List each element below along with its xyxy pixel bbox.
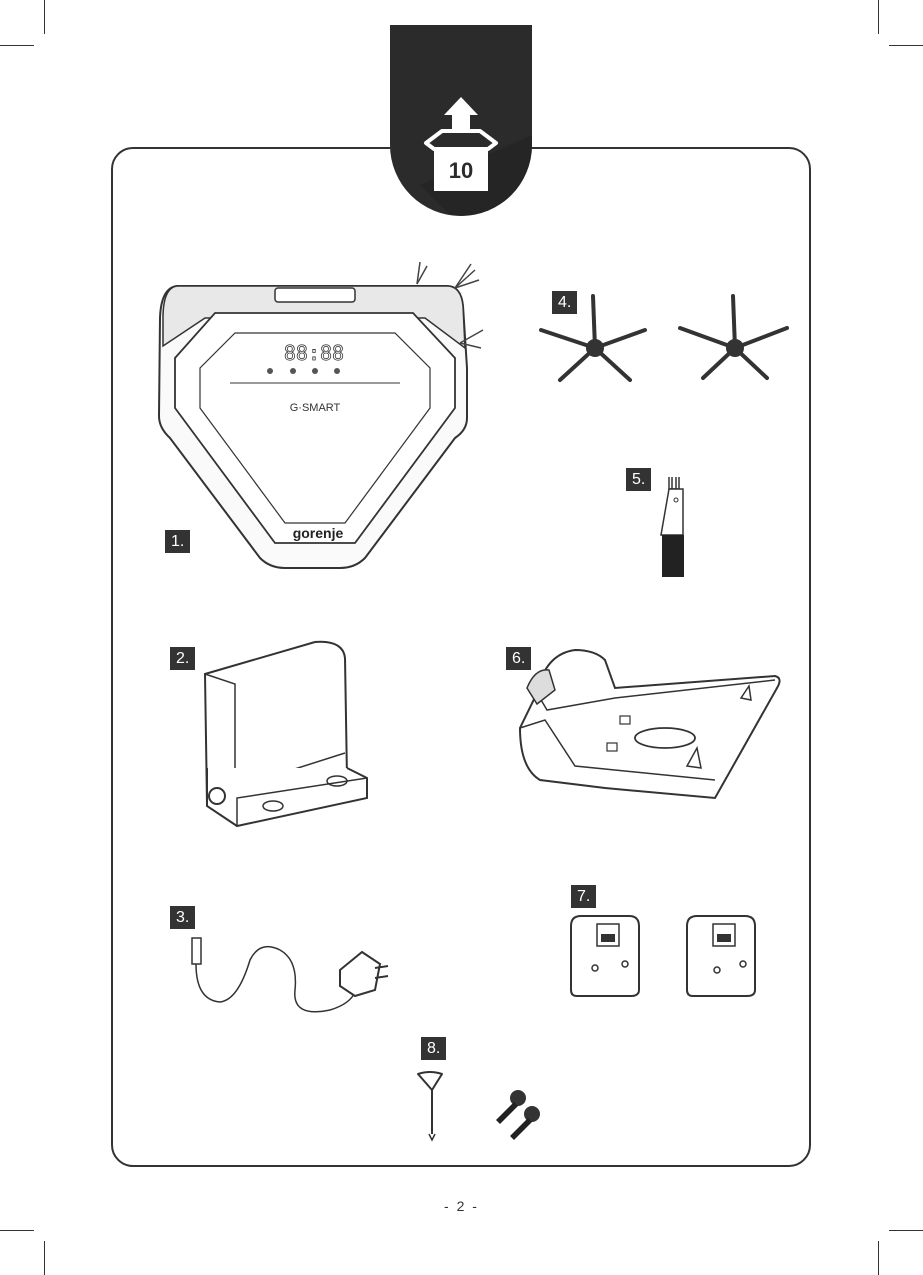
cleaning-brush-illustration xyxy=(655,475,689,580)
side-brush xyxy=(680,296,787,378)
dock-base-plate-illustration xyxy=(515,648,785,803)
screw xyxy=(510,1106,540,1140)
screw xyxy=(496,1090,526,1124)
robot-display: 88:88 xyxy=(284,341,344,365)
crop-mark xyxy=(889,45,923,46)
item-label-7: 7. xyxy=(571,885,596,908)
crop-mark xyxy=(44,0,45,34)
wall-bracket xyxy=(687,916,755,996)
item-label-2: 2. xyxy=(170,647,195,670)
robot-vacuum-illustration: 88:88 G·SMART gorenje xyxy=(155,258,485,573)
crop-mark xyxy=(0,1230,34,1231)
item-label-1: 1. xyxy=(165,530,190,553)
crop-mark xyxy=(889,1230,923,1231)
crop-mark xyxy=(878,0,879,34)
page-number: - 2 - xyxy=(0,1198,923,1214)
crop-mark xyxy=(0,45,34,46)
key-and-screws-illustration xyxy=(410,1068,560,1143)
side-brushes-illustration xyxy=(535,290,795,390)
charging-dock-illustration xyxy=(195,638,375,833)
wall-bracket xyxy=(571,916,639,996)
badge-quantity: 10 xyxy=(449,158,473,183)
robot-model: G·SMART xyxy=(290,402,341,414)
item-label-5: 5. xyxy=(626,468,651,491)
wall-brackets-illustration xyxy=(563,912,763,1002)
power-adapter-illustration xyxy=(180,930,395,1020)
side-brush xyxy=(541,296,645,380)
crop-mark xyxy=(44,1241,45,1275)
item-label-3: 3. xyxy=(170,906,195,929)
package-contents-badge: 10 xyxy=(390,25,532,217)
robot-brand: gorenje xyxy=(293,525,344,541)
crop-mark xyxy=(878,1241,879,1275)
item-label-8: 8. xyxy=(421,1037,446,1060)
